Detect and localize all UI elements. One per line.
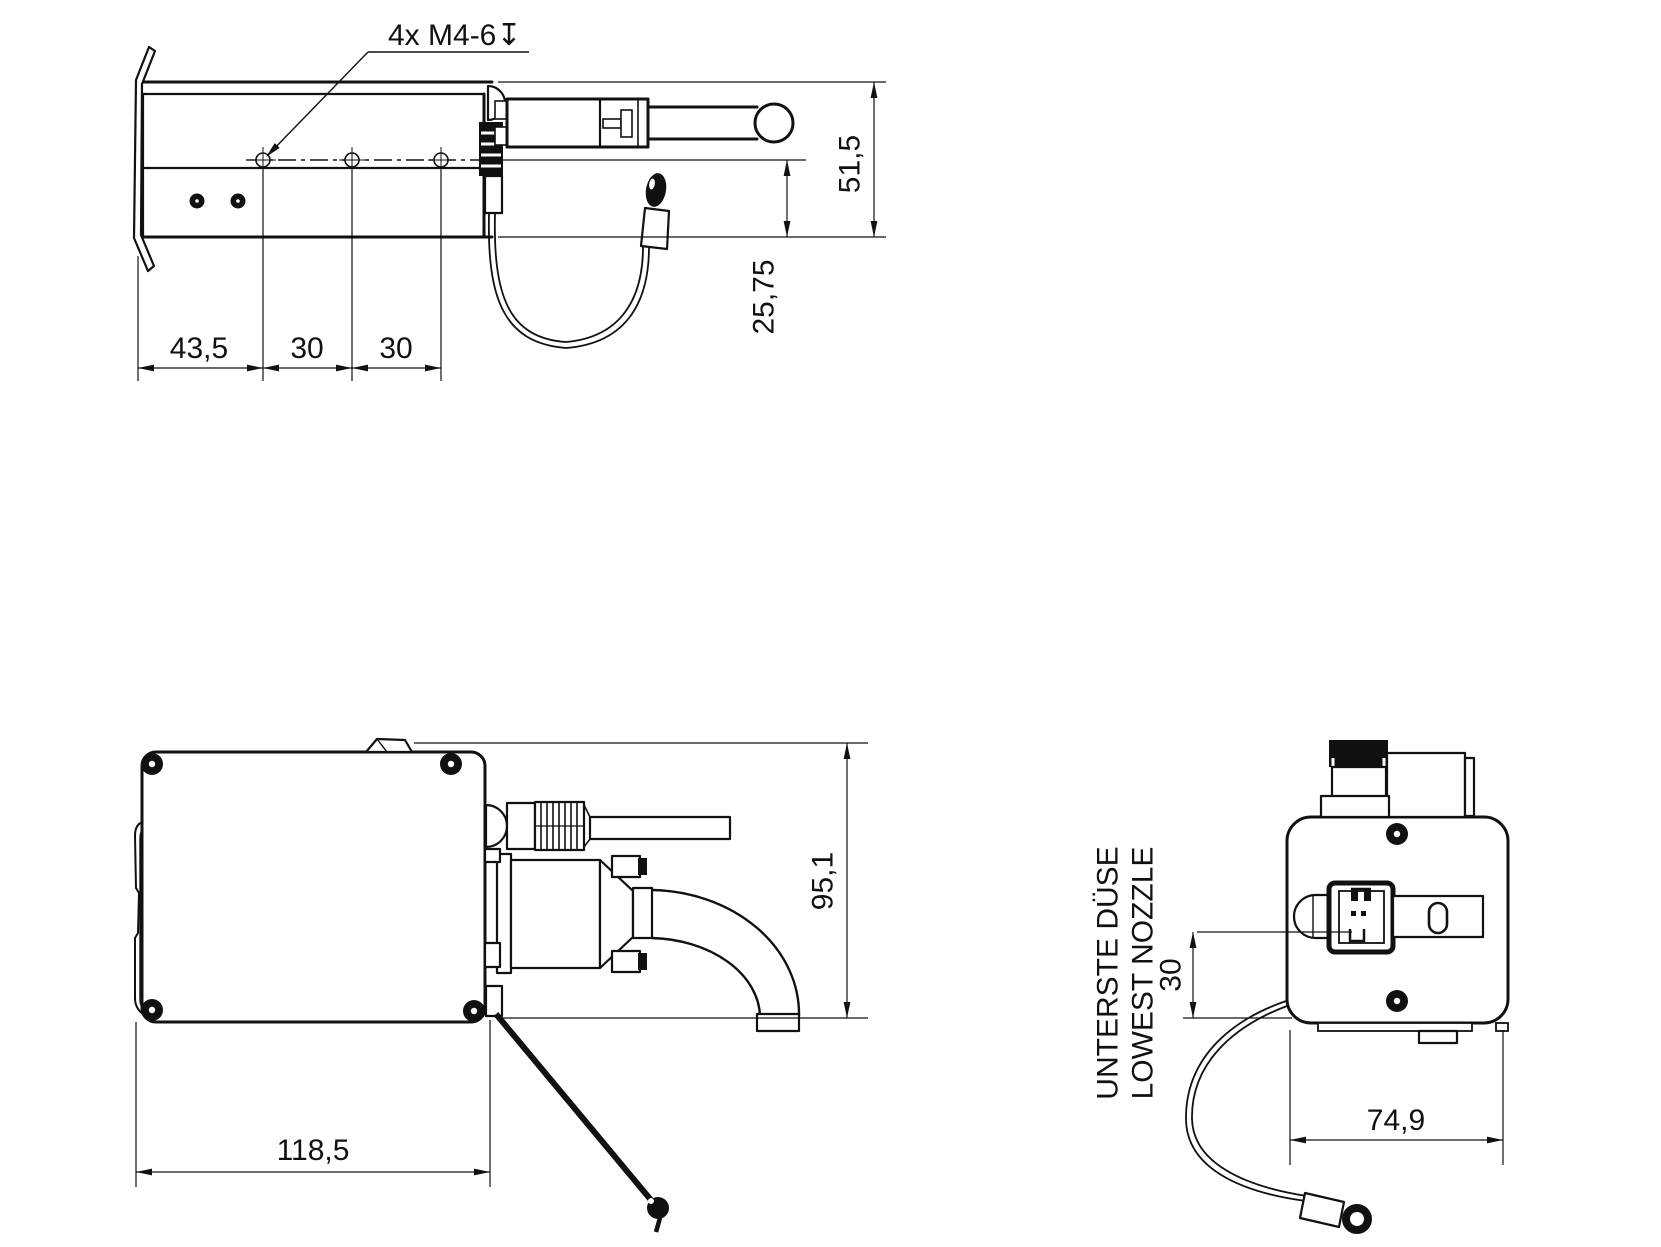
ground-wire [493, 1012, 669, 1233]
dim-hole-pitch-1: 30 [290, 332, 323, 365]
front-view [133, 737, 801, 1233]
side-view-dimensions: 4x M4-6↧ 43,5 30 30 51,5 25,75 [137, 19, 886, 381]
thread-holes [250, 147, 454, 173]
dsub-connector [495, 852, 801, 1033]
dsub-cable [651, 888, 801, 1017]
hv-cable [646, 105, 759, 141]
extension-lines-width [1289, 1030, 1504, 1165]
corner-screws [141, 753, 485, 1022]
dim-nozzle-to-bottom: 30 [1155, 958, 1188, 991]
note-lowest-nozzle: LOWEST NOZZLE [1127, 847, 1160, 1100]
extension-lines [135, 1020, 491, 1187]
ground-cable [487, 173, 671, 349]
end-view-dimensions: 30 74,9 UNTERSTE DÜSE LOWEST NOZZLE [1092, 846, 1504, 1165]
ground-lug-block [484, 984, 504, 1018]
nozzle-slot [1427, 901, 1449, 935]
thread-callout: 4x M4-6↧ [388, 19, 522, 52]
data-cable [588, 815, 732, 841]
housing [140, 750, 487, 1024]
extension-lines-nozzle [1183, 931, 1352, 1019]
dim-height: 95,1 [807, 852, 840, 910]
latch [602, 118, 622, 129]
data-jack [1329, 740, 1388, 767]
ring-terminal [1342, 1204, 1372, 1234]
data-connector [484, 800, 732, 852]
hv-connector [479, 84, 795, 215]
note-unterste-duese: UNTERSTE DÜSE [1092, 846, 1125, 1099]
dim-width: 74,9 [1367, 1104, 1425, 1137]
dim-hole-pitch-2: 30 [379, 332, 412, 365]
ground-wire [1185, 999, 1372, 1234]
base-feet [1317, 1022, 1509, 1045]
end-view [1185, 740, 1510, 1234]
extension-lines [137, 170, 442, 381]
front-view-dimensions: 118,5 95,1 [135, 742, 868, 1187]
ring-terminal-barrel [1298, 1191, 1346, 1229]
cable-end [753, 102, 795, 144]
top-connectors [1319, 740, 1476, 819]
extension-lines-right [490, 81, 886, 238]
side-view [132, 45, 795, 349]
thread-callout-leader: 4x M4-6↧ [266, 19, 529, 157]
dim-width: 118,5 [277, 1134, 350, 1167]
nozzle-tip [1292, 893, 1332, 940]
leader-arrow [266, 143, 280, 157]
top-tab [364, 737, 414, 754]
extension-lines-height [414, 742, 868, 1019]
cover-screws [1386, 823, 1408, 1012]
nozzle-assembly [1292, 880, 1485, 955]
mounting-bracket [132, 45, 157, 273]
ring-terminal-barrel [639, 206, 671, 251]
dim-centerline-to-bottom: 25,75 [748, 259, 781, 334]
dim-flange-to-first-hole: 43,5 [170, 332, 228, 365]
dim-overall-height: 51,5 [834, 135, 867, 193]
edge-tabs [483, 847, 504, 1018]
ground-gland [483, 174, 504, 215]
